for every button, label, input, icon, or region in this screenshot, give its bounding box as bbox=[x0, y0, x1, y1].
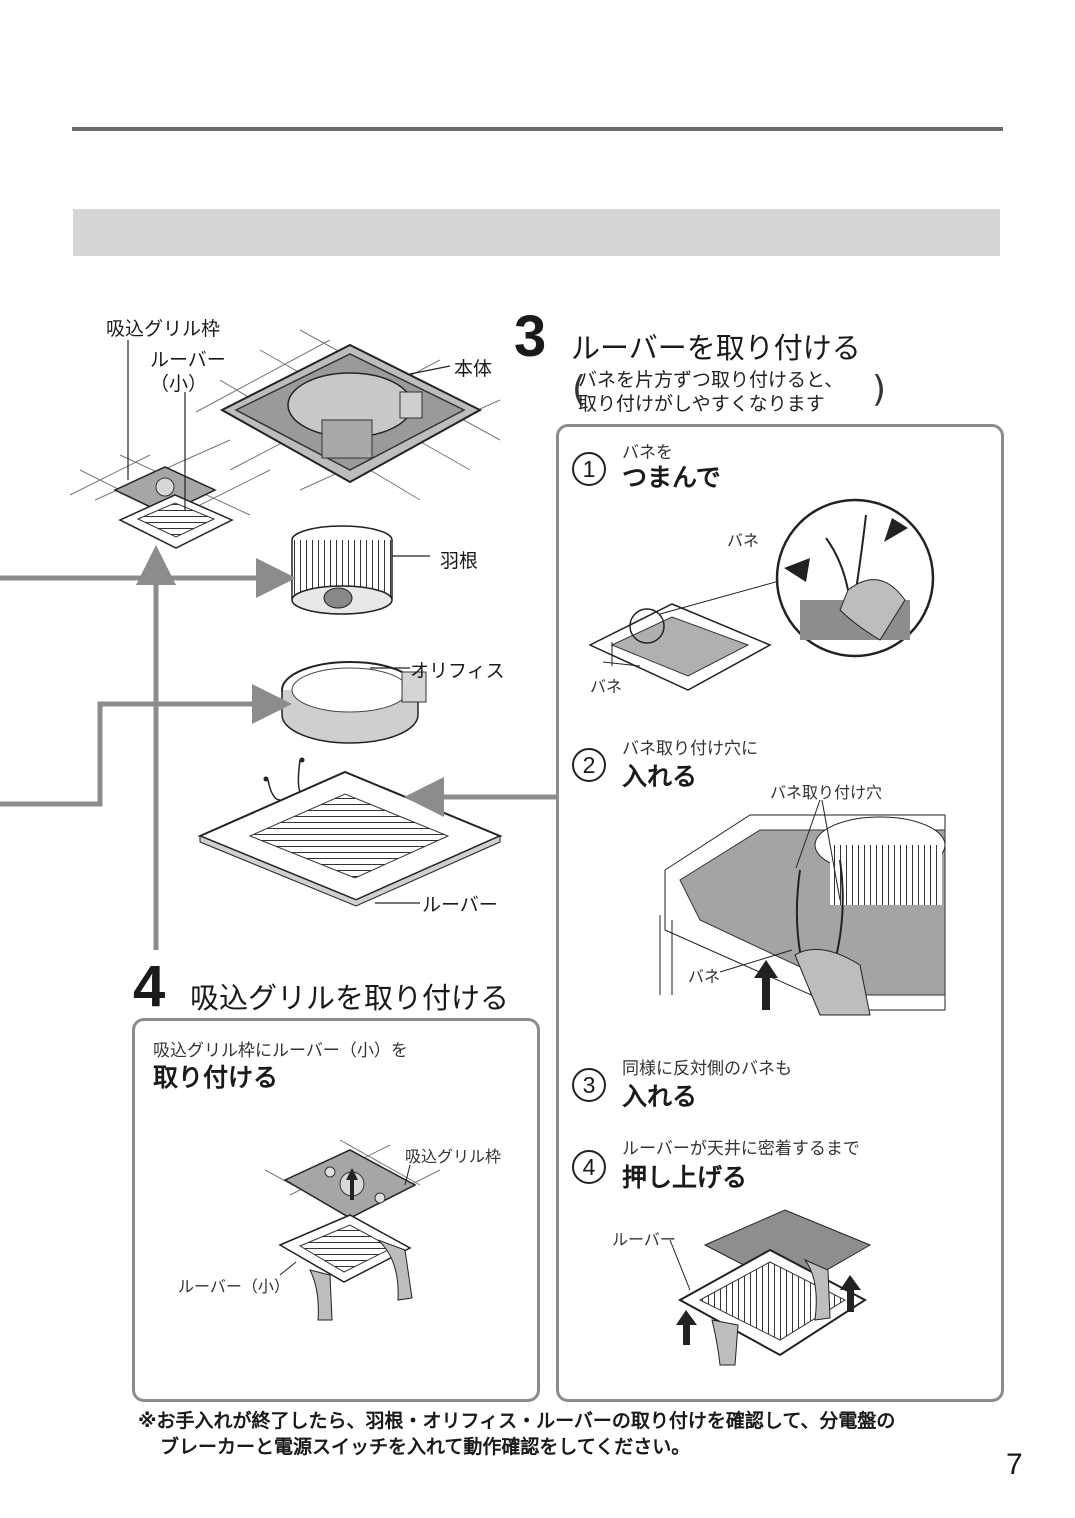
fig-step4-grille-attach bbox=[264, 1139, 441, 1321]
footer-note: ※お手入れが終了したら、羽根・オリフィス・ルーバーの取り付けを確認して、分電盤の… bbox=[138, 1408, 895, 1460]
substep2-number: 2 bbox=[572, 748, 606, 782]
step4-instruction-small: 吸込グリル枠にルーバー（小）を bbox=[153, 1041, 408, 1061]
substep1-number: 1 bbox=[572, 452, 606, 486]
fan-blade-illustration bbox=[291, 525, 393, 615]
footer-note-line2: ブレーカーと電源スイッチを入れて動作確認をしてください。 bbox=[160, 1436, 691, 1458]
step3-box bbox=[556, 424, 1004, 1402]
label-fan-blade: 羽根 bbox=[440, 550, 479, 572]
substep4-small: ルーバーが天井に密着するまで bbox=[622, 1139, 860, 1159]
label-orifice: オリフィス bbox=[410, 660, 505, 682]
substep3-small: 同様に反対側のバネも bbox=[622, 1059, 792, 1079]
step3-number: 3 bbox=[514, 304, 547, 369]
leader-lines bbox=[127, 340, 451, 904]
page-number: 7 bbox=[1006, 1448, 1023, 1481]
substep4-number: 4 bbox=[572, 1150, 606, 1184]
step4-number: 4 bbox=[133, 954, 166, 1019]
fig1-label-spring-b: バネ bbox=[590, 677, 623, 696]
substep3-big: 入れる bbox=[622, 1082, 698, 1111]
substep4-big: 押し上げる bbox=[622, 1163, 748, 1192]
fig1-label-spring-a: バネ bbox=[727, 531, 760, 550]
label-louver-small-line1: ルーバー bbox=[150, 349, 226, 371]
paren-close: ) bbox=[872, 369, 887, 410]
step4-fig-label-frame: 吸込グリル枠 bbox=[405, 1147, 502, 1166]
substep2-small: バネ取り付け穴に bbox=[622, 739, 758, 759]
step3-title: ルーバーを取り付ける bbox=[571, 331, 861, 365]
flow-arrows bbox=[0, 545, 556, 950]
fig2-spring-insert bbox=[659, 799, 946, 1016]
step4-fig-label-louver-small: ルーバー（小） bbox=[178, 1277, 290, 1296]
substep2-big: 入れる bbox=[622, 762, 698, 791]
section-band bbox=[73, 209, 1000, 256]
substep1-big: つまんで bbox=[622, 463, 721, 492]
header-rule bbox=[72, 127, 1003, 131]
louver-illustration bbox=[197, 757, 503, 907]
label-main-body: 本体 bbox=[454, 358, 493, 380]
label-louver-small-line2: （小） bbox=[150, 373, 208, 395]
substep3-number: 3 bbox=[572, 1068, 606, 1102]
step4-instruction-big: 取り付ける bbox=[153, 1063, 279, 1092]
fig1-spring-pinch bbox=[588, 498, 935, 691]
main-body-illustration bbox=[195, 329, 501, 501]
fig2-label-spring: バネ bbox=[688, 967, 721, 986]
fig2-label-hole: バネ取り付け穴 bbox=[770, 783, 883, 802]
label-grille-frame: 吸込グリル枠 bbox=[106, 318, 221, 340]
substep1-small: バネを bbox=[622, 443, 673, 463]
fig4-push-up bbox=[669, 1209, 872, 1366]
step4-box bbox=[132, 1018, 540, 1402]
step3-note: バネを片方ずつ取り付けると、 取り付けがしやすくなります bbox=[578, 368, 843, 416]
orifice-illustration bbox=[281, 661, 427, 744]
step4-title: 吸込グリルを取り付ける bbox=[190, 981, 510, 1015]
grille-frame-illustration bbox=[69, 439, 271, 549]
paren-open: ( bbox=[572, 369, 587, 410]
footer-note-line1: ※お手入れが終了したら、羽根・オリフィス・ルーバーの取り付けを確認して、分電盤の bbox=[138, 1410, 896, 1432]
label-louver: ルーバー bbox=[422, 894, 498, 916]
step3-note-line2: 取り付けがしやすくなります bbox=[578, 393, 825, 415]
fig4-label-louver: ルーバー bbox=[612, 1230, 676, 1249]
step3-note-line1: バネを片方ずつ取り付けると、 bbox=[578, 369, 844, 391]
